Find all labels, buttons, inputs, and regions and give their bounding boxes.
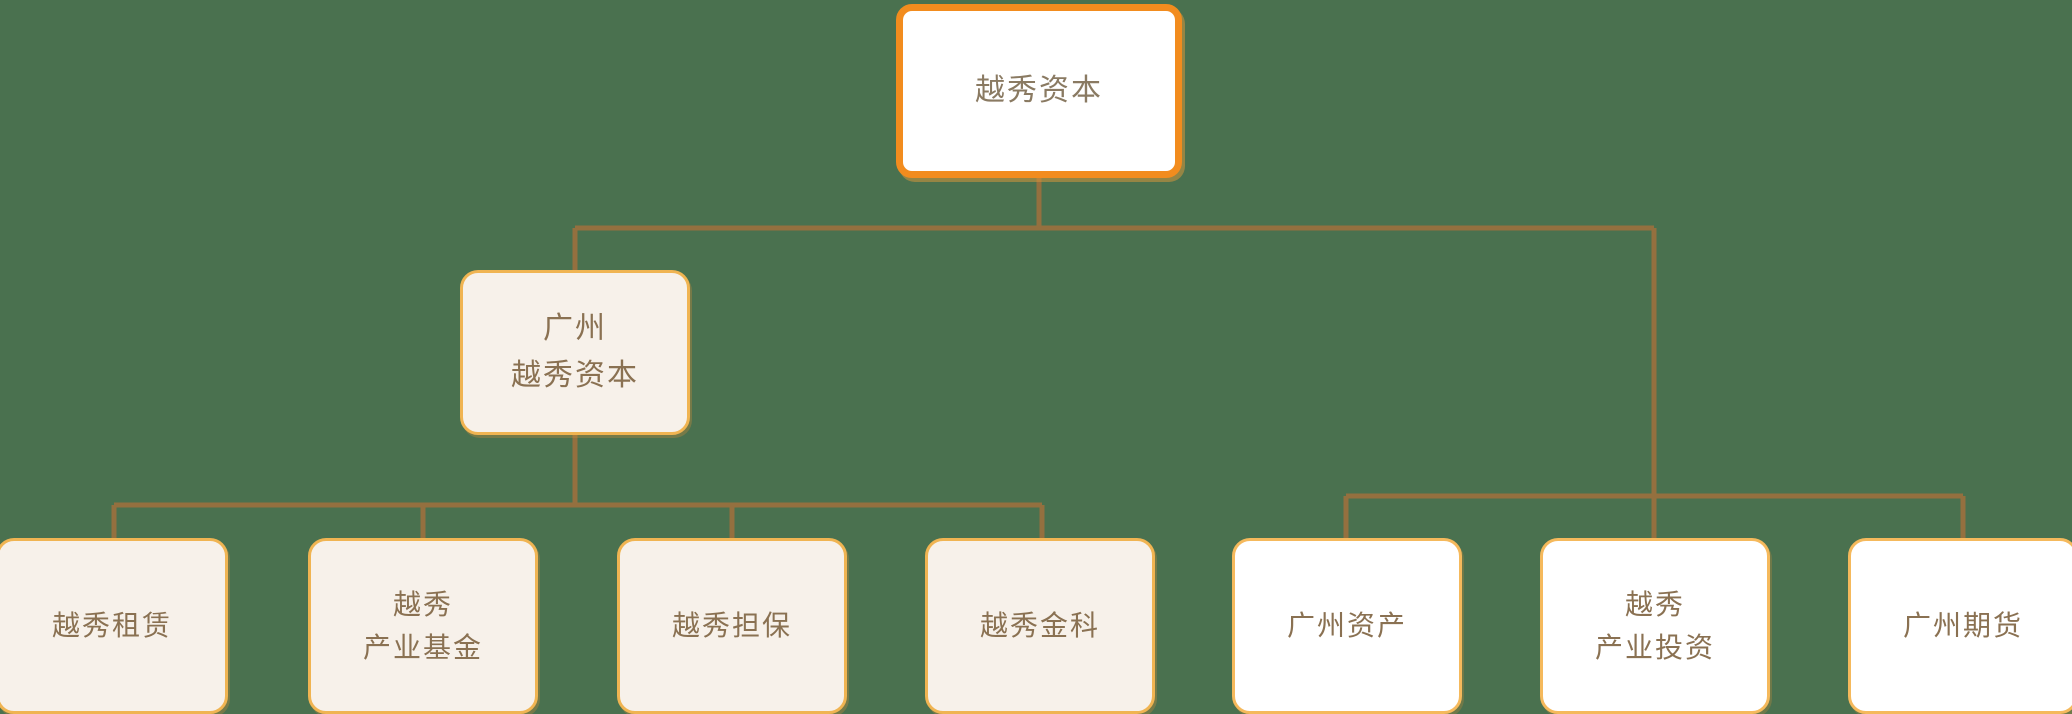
- node-yuexiu-industry-fund[interactable]: 越秀 产业基金: [308, 538, 538, 714]
- node-root[interactable]: 越秀资本: [896, 4, 1182, 178]
- node-yuexiu-industry-investment-label: 越秀 产业投资: [1594, 588, 1715, 663]
- node-gz-futures-label: 广州期货: [1902, 610, 2023, 642]
- node-yuexiu-leasing[interactable]: 越秀租赁: [0, 538, 228, 714]
- node-yuexiu-guarantee-label: 越秀担保: [671, 610, 792, 642]
- node-yuexiu-industry-investment[interactable]: 越秀 产业投资: [1540, 538, 1770, 714]
- node-yuexiu-industry-fund-label: 越秀 产业基金: [362, 588, 483, 663]
- node-yuexiu-jinke[interactable]: 越秀金科: [925, 538, 1155, 714]
- node-gz-assets[interactable]: 广州资产: [1232, 538, 1462, 714]
- node-gz-yuexiu-capital[interactable]: 广州 越秀资本: [460, 270, 690, 435]
- node-yuexiu-guarantee[interactable]: 越秀担保: [617, 538, 847, 714]
- node-yuexiu-leasing-label: 越秀租赁: [51, 610, 172, 642]
- node-yuexiu-jinke-label: 越秀金科: [979, 610, 1100, 642]
- node-gz-yuexiu-capital-label: 广州 越秀资本: [511, 312, 639, 392]
- node-root-label: 越秀资本: [975, 73, 1103, 107]
- node-gz-futures[interactable]: 广州期货: [1848, 538, 2072, 714]
- node-gz-assets-label: 广州资产: [1286, 610, 1407, 642]
